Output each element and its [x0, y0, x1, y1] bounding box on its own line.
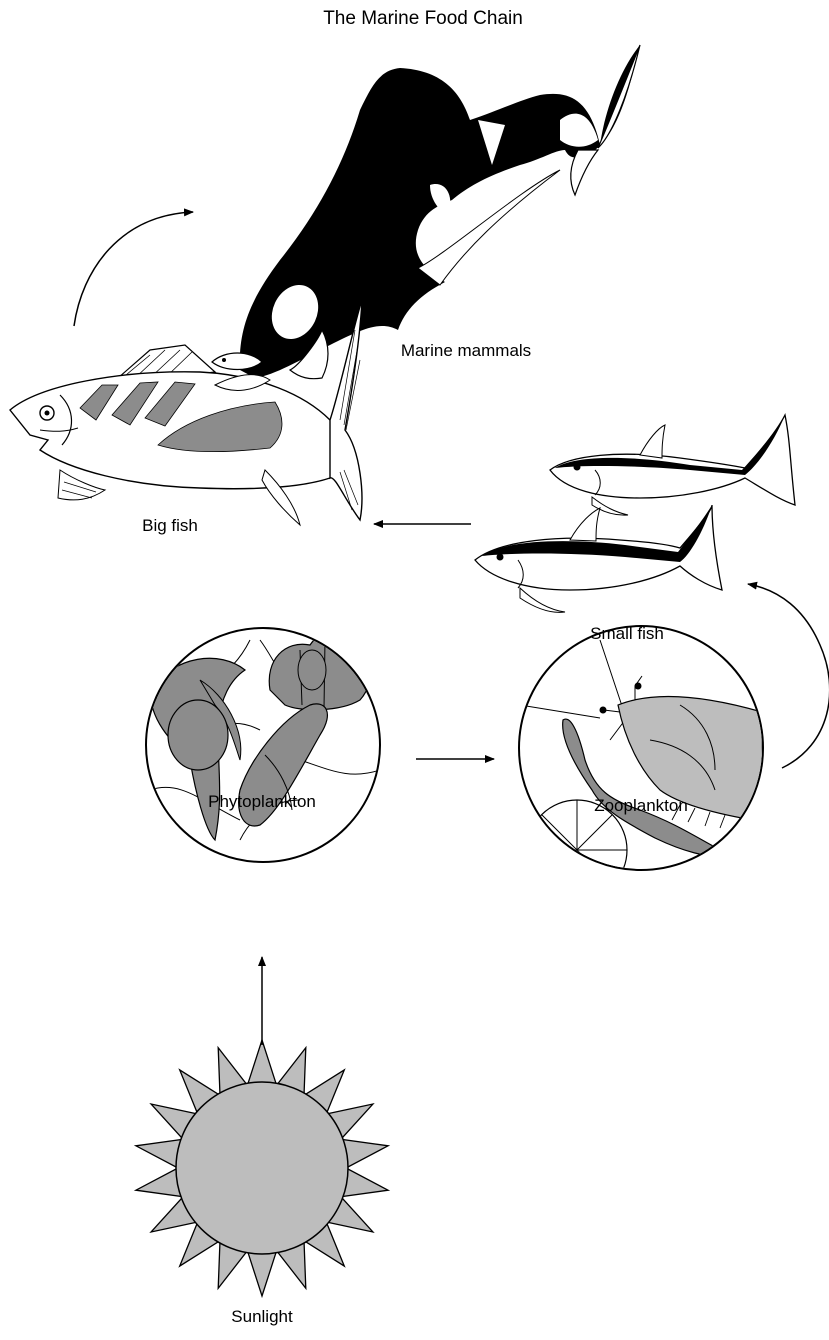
phytoplankton-illustration: [146, 628, 380, 862]
label-small-fish: Small fish: [590, 624, 664, 644]
sun-disc: [176, 1082, 348, 1254]
orca-illustration: [212, 45, 640, 379]
label-zooplankton: Zooplankton: [594, 796, 688, 816]
arrow-big-fish-to-marine-mammals: [74, 212, 193, 326]
sun-illustration: [136, 1040, 388, 1296]
label-big-fish: Big fish: [142, 516, 198, 536]
small-fish-illustration: [475, 415, 795, 612]
zooplankton-illustration: [519, 626, 778, 900]
label-marine-mammals: Marine mammals: [401, 341, 531, 361]
label-phytoplankton: Phytoplankton: [208, 792, 316, 812]
label-sunlight: Sunlight: [231, 1307, 292, 1327]
